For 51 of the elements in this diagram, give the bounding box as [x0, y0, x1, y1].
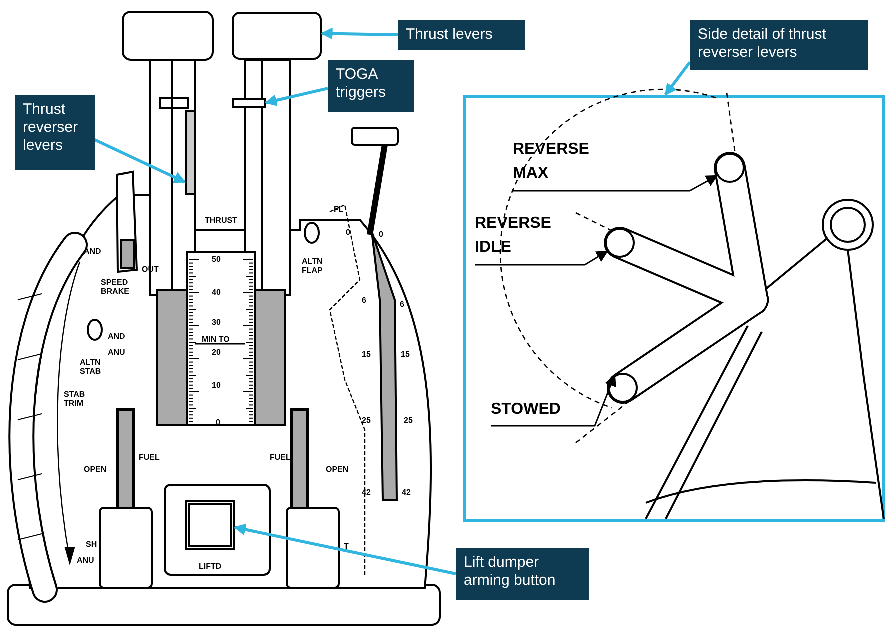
scale-number: 6 — [362, 296, 366, 305]
scale-number: 15 — [362, 350, 371, 359]
panel-marking: ANU — [77, 556, 94, 565]
panel-marking: FUEL — [139, 453, 160, 462]
leader-line — [513, 175, 718, 192]
arrow — [234, 524, 456, 576]
scale-number: 6 — [400, 300, 404, 309]
position-label: REVERSE IDLE — [475, 212, 575, 265]
scale-number: 50 — [212, 255, 221, 264]
scale-number: 0 — [379, 230, 384, 239]
scale-number: 25 — [404, 416, 413, 425]
panel-marking: SPEED BRAKE — [101, 278, 130, 296]
arrow — [664, 62, 692, 96]
panel-marking: THRUST — [205, 216, 238, 225]
position-label: STOWED — [491, 398, 581, 426]
scale-number: 10 — [212, 381, 221, 390]
panel-marking: STAB TRIM — [64, 390, 86, 408]
leader-line — [475, 250, 609, 266]
leader-line — [491, 374, 616, 427]
panel-marking: T — [344, 542, 349, 551]
panel-marking: ANU — [108, 348, 126, 357]
panel-marking: FL — [334, 205, 344, 214]
scale-number: 15 — [401, 350, 410, 359]
panel-marking: SH — [86, 540, 98, 549]
position-label: REVERSE MAX — [513, 138, 613, 191]
callout-box: TOGA triggers — [328, 60, 414, 112]
panel-marking: AND — [108, 332, 126, 341]
callout-box: Lift dumper arming button — [456, 548, 589, 600]
scale-number: 0 — [346, 228, 350, 237]
callout-box: Side detail of thrust reverser levers — [690, 20, 868, 70]
panel-marking: ALTN FLAP — [302, 257, 324, 275]
scale-number: 30 — [212, 318, 221, 327]
scale-number: 20 — [212, 348, 221, 357]
panel-marking: OPEN — [326, 465, 349, 474]
thrust-lever-handle — [232, 12, 322, 60]
panel-marking: FUEL — [270, 453, 291, 462]
lift-dumper-button — [185, 500, 235, 550]
arrow — [320, 28, 398, 40]
panel-marking: MIN TO — [202, 335, 230, 344]
scale-number: 42 — [402, 488, 411, 497]
arrow — [94, 138, 186, 184]
scale-number: 25 — [362, 416, 371, 425]
panel-marking: OPEN — [84, 465, 107, 474]
reverser-lever — [185, 110, 196, 195]
scale-number: 40 — [212, 288, 221, 297]
callout-box: Thrust levers — [398, 20, 525, 50]
toga-trigger — [232, 98, 266, 108]
callout-box: Thrust reverser levers — [15, 95, 95, 170]
panel-marking: LIFTD — [199, 562, 222, 571]
arrow — [264, 87, 328, 106]
panel-marking: ALTN STAB — [80, 358, 102, 376]
